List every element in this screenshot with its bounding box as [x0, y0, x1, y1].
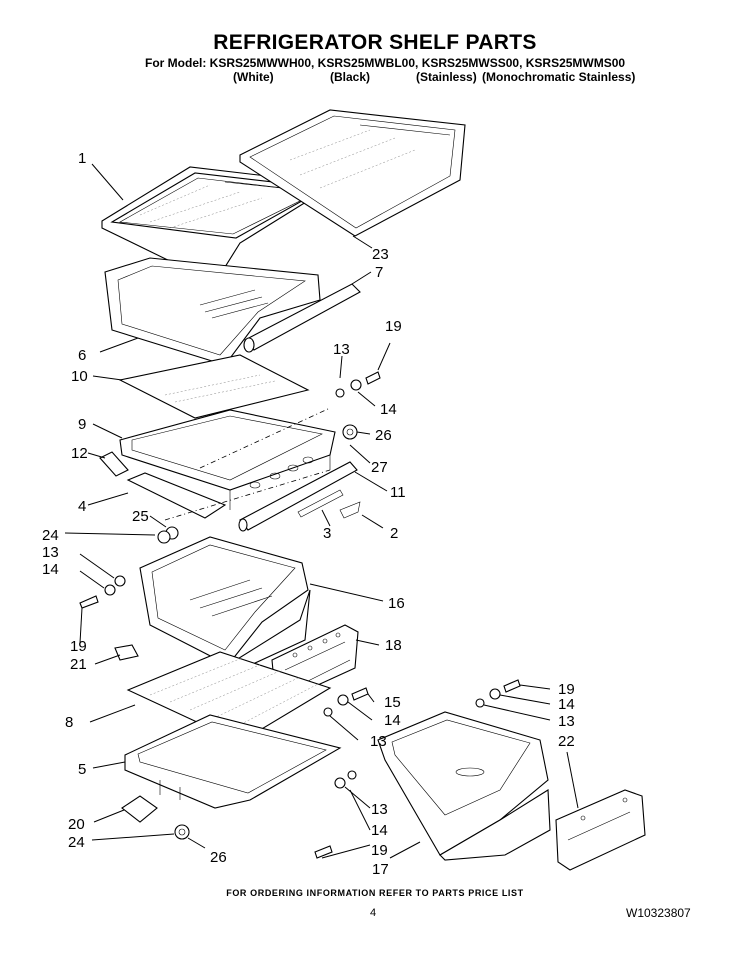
callout-13-c: 13: [558, 713, 575, 730]
callout-19-d: 19: [371, 842, 388, 859]
callout-13-d: 13: [370, 733, 387, 750]
callout-13-b: 13: [42, 544, 59, 561]
callout-5: 5: [78, 761, 86, 778]
drawer-part-17: [377, 711, 551, 861]
support-rail-part-4: [126, 472, 227, 519]
leader-lines: [64, 163, 579, 859]
hardware-right: [475, 679, 521, 708]
shelf-frame-part-5: [124, 714, 342, 809]
ordering-note: FOR ORDERING INFORMATION REFER TO PARTS …: [226, 888, 524, 898]
callout-11: 11: [390, 484, 406, 501]
callout-19-a: 19: [385, 318, 402, 335]
variant-monochromatic: (Monochromatic Stainless): [482, 70, 636, 84]
callout-13-a: 13: [333, 341, 350, 358]
page-number: 4: [370, 907, 377, 919]
clip-part-20: [121, 795, 158, 823]
callout-21: 21: [70, 656, 87, 673]
callout-19-b: 19: [70, 638, 87, 655]
callout-27: 27: [371, 459, 388, 476]
callout-6: 6: [78, 347, 86, 364]
callout-14-a: 14: [380, 401, 397, 418]
tracks-part-2-3: [297, 489, 361, 519]
crisper-pan-part-16: [139, 536, 311, 671]
hardware-left: [79, 575, 139, 661]
callout-12: 12: [71, 445, 88, 462]
variant-stainless: (Stainless): [416, 70, 477, 84]
callout-19-c: 19: [558, 681, 575, 698]
callout-22: 22: [558, 733, 575, 750]
model-list: For Model: KSRS25MWWH00, KSRS25MWBL00, K…: [145, 56, 626, 70]
callout-10: 10: [71, 368, 88, 385]
rod-part-7: [243, 283, 361, 353]
crisper-pan-part-6: [104, 257, 321, 366]
slide-part-12: [99, 451, 129, 477]
page-title: REFRIGERATOR SHELF PARTS: [213, 31, 537, 54]
callout-26-b: 26: [210, 849, 227, 866]
hardware-upper: [157, 371, 381, 544]
callout-14-c: 14: [384, 712, 401, 729]
callout-25: 25: [132, 508, 149, 525]
callout-18: 18: [385, 637, 402, 654]
callout-labels: 1 23 7 6 10 13 19 14 26 27 9 12 4 11 25 …: [42, 150, 575, 878]
callout-17: 17: [372, 861, 389, 878]
variant-black: (Black): [330, 70, 371, 84]
document-number: W10323807: [626, 906, 691, 920]
callout-1: 1: [78, 150, 86, 167]
drawer-front-part-22: [555, 789, 646, 871]
callout-26-a: 26: [375, 427, 392, 444]
hardware-lower-left: [174, 824, 190, 840]
callout-3: 3: [323, 525, 331, 542]
callout-9: 9: [78, 416, 86, 433]
callout-4: 4: [78, 498, 86, 515]
callout-20: 20: [68, 816, 85, 833]
callout-14-d: 14: [558, 696, 575, 713]
callout-15: 15: [384, 694, 401, 711]
callout-24-b: 24: [68, 834, 85, 851]
cover-panel-part-10: [118, 354, 310, 419]
glass-shelf-part-23: [239, 109, 466, 237]
rail-part-11: [238, 461, 358, 532]
callout-14-b: 14: [42, 561, 59, 578]
callout-23: 23: [372, 246, 389, 263]
callout-13-e: 13: [371, 801, 388, 818]
crisper-frame-part-9: [119, 409, 336, 510]
callout-24-a: 24: [42, 527, 59, 544]
callout-8: 8: [65, 714, 73, 731]
hardware-middle: [314, 687, 369, 859]
variant-white: (White): [233, 70, 274, 84]
callout-2: 2: [390, 525, 398, 542]
callout-16: 16: [388, 595, 405, 612]
callout-7: 7: [375, 264, 383, 281]
callout-14-e: 14: [371, 822, 388, 839]
